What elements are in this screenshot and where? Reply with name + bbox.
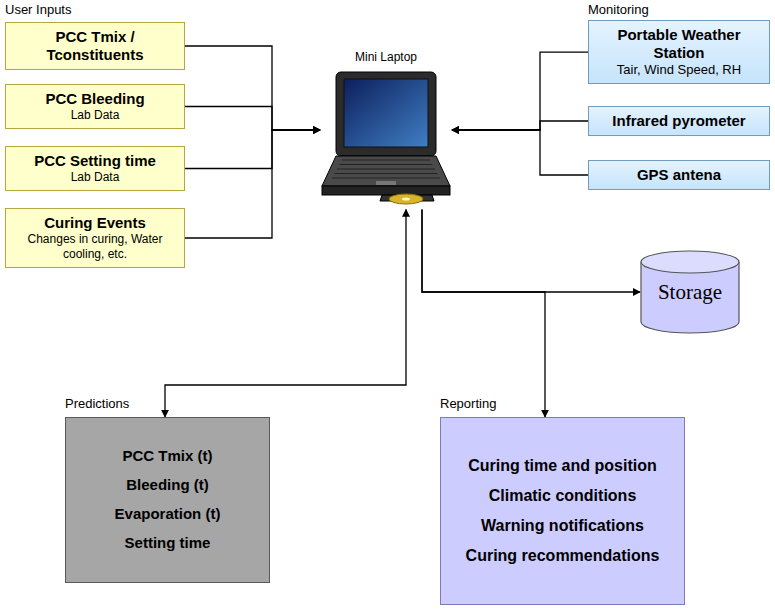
laptop-figure: Mini Laptop	[320, 50, 452, 210]
connector-arrow	[165, 210, 406, 417]
predictions-panel: PredictionsPCC Tmix (t) Bleeding (t) Evapo…	[65, 396, 270, 583]
panel-heading: Predictions	[65, 396, 270, 413]
panel-item: Evaporation (t)	[115, 505, 221, 524]
storage-cylinder: Storage	[640, 250, 740, 334]
connector-arrow	[185, 46, 320, 130]
connector-arrow	[452, 130, 588, 175]
panel-item: Curing recommendations	[466, 546, 660, 566]
panel-item: Setting time	[125, 534, 211, 553]
connector-arrow	[185, 130, 320, 169]
box-title: PCC Tmix / Tconstituents	[12, 28, 178, 64]
box-title: Infrared pyrometer	[595, 112, 763, 130]
panel-item: Bleeding (t)	[126, 476, 209, 495]
panel-item: PCC Tmix (t)	[123, 447, 213, 466]
connector-arrow	[422, 210, 545, 417]
panel-item: Warning notifications	[481, 516, 644, 536]
box-title: PCC Bleeding	[12, 90, 178, 108]
panel-heading: Reporting	[440, 396, 685, 413]
input-box: Curing EventsChanges in curing, Water co…	[5, 208, 185, 268]
panel-frame: PCC Tmix (t) Bleeding (t) Evaporation (t) S…	[65, 417, 270, 583]
connector-arrow	[422, 210, 640, 292]
storage-label: Storage	[640, 280, 740, 305]
monitoring-box: Portable Weather StationTair, Wind Speed…	[588, 20, 770, 84]
connector-arrow	[185, 107, 320, 131]
box-title: GPS antena	[595, 166, 763, 184]
laptop-label: Mini Laptop	[320, 50, 452, 66]
group-label: User Inputs	[5, 2, 71, 19]
box-title: PCC Setting time	[12, 152, 178, 170]
monitoring-box: Infrared pyrometer	[588, 106, 770, 136]
laptop-illustration	[320, 70, 452, 210]
group-label: Monitoring	[588, 2, 649, 19]
panel-item: Climatic conditions	[489, 486, 637, 506]
box-title: Curing Events	[12, 214, 178, 232]
connector-arrow	[452, 52, 588, 130]
panel-item: Curing time and position	[468, 456, 656, 476]
panel-frame: Curing time and positionClimatic conditi…	[440, 417, 685, 605]
monitoring-box: GPS antena	[588, 160, 770, 190]
box-subtitle: Lab Data	[12, 108, 178, 123]
box-subtitle: Lab Data	[12, 170, 178, 185]
reporting-panel: ReportingCuring time and positionClimati…	[440, 396, 685, 605]
box-subtitle: Changes in curing, Water cooling, etc.	[12, 232, 178, 262]
connector-arrow	[452, 121, 588, 130]
input-box: PCC Setting timeLab Data	[5, 146, 185, 191]
input-box: PCC BleedingLab Data	[5, 84, 185, 129]
input-box: PCC Tmix / Tconstituents	[5, 22, 185, 70]
connector-arrow	[185, 130, 320, 238]
box-title: Portable Weather Station	[595, 26, 763, 62]
box-subtitle: Tair, Wind Speed, RH	[595, 62, 763, 78]
